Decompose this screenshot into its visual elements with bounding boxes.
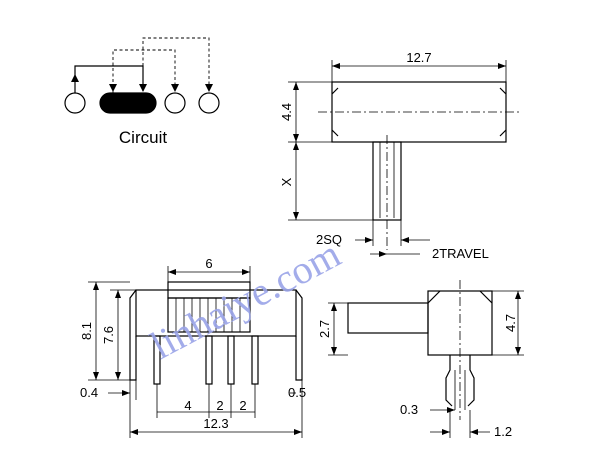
dim-6: 6	[205, 256, 212, 271]
circuit-symbol: Circuit	[64, 37, 220, 147]
dim-2b: 2	[239, 398, 246, 413]
side-view: 2.7 4.7 0.3 1.2	[317, 280, 524, 439]
dim-2.7: 2.7	[317, 320, 332, 338]
dim-12.7: 12.7	[406, 50, 431, 65]
terminal-3	[164, 92, 186, 114]
dim-8.1: 8.1	[79, 322, 94, 340]
top-view: 12.7 4.4 X 2SQ 2TRAVEL	[279, 50, 520, 261]
front-body	[135, 289, 297, 337]
dim-x: X	[279, 177, 294, 186]
dim-7.6: 7.6	[101, 326, 116, 344]
circuit-caption: Circuit	[119, 128, 167, 147]
dim-0.5: 0.5	[288, 385, 306, 400]
terminal-4	[198, 92, 220, 114]
dim-4: 4	[184, 398, 191, 413]
watermark: linhaiye.com	[143, 231, 348, 368]
terminal-1	[64, 92, 86, 114]
dim-2a: 2	[216, 398, 223, 413]
dim-12.3: 12.3	[203, 416, 228, 431]
dim-0.3: 0.3	[400, 402, 418, 417]
dim-2travel: 2TRAVEL	[432, 246, 489, 261]
dim-4.7: 4.7	[503, 314, 518, 332]
dim-4.4: 4.4	[279, 103, 294, 121]
dim-2sq: 2SQ	[316, 232, 342, 247]
dim-0.4: 0.4	[80, 385, 98, 400]
slider-contact	[99, 92, 157, 114]
dim-1.2: 1.2	[494, 424, 512, 439]
front-view: 6 8.1 7.6 0.4 0.5 4 2 2	[79, 256, 306, 438]
